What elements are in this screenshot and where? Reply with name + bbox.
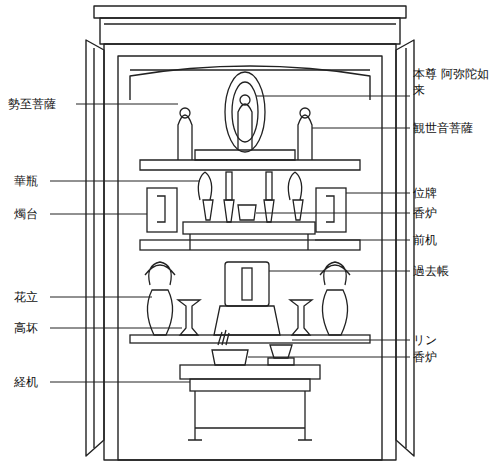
leader-line bbox=[346, 193, 410, 194]
leader-line bbox=[50, 328, 182, 329]
leader-line bbox=[256, 96, 410, 97]
leader-line bbox=[269, 271, 410, 272]
amida-statue bbox=[238, 104, 252, 150]
middle-tier bbox=[140, 172, 360, 250]
takatsuki bbox=[290, 300, 312, 335]
kakocho-book bbox=[225, 262, 269, 306]
cornice bbox=[100, 18, 400, 44]
part-label: 観世音菩薩 bbox=[413, 120, 497, 136]
part-label: 本尊 阿弥陀如来 bbox=[413, 66, 491, 98]
incense-burner bbox=[238, 205, 256, 220]
kakocho-stand bbox=[214, 306, 280, 335]
leader-line bbox=[256, 213, 410, 214]
candle-stand bbox=[224, 200, 234, 222]
rin-cushion bbox=[268, 358, 294, 365]
part-label: 香炉 bbox=[413, 349, 473, 365]
part-label: 花立 bbox=[14, 289, 54, 305]
right-door bbox=[396, 40, 414, 456]
leader-line bbox=[292, 340, 410, 341]
kakocho-title bbox=[242, 268, 252, 300]
leader-line bbox=[76, 104, 178, 105]
door-edge bbox=[93, 48, 94, 448]
candle bbox=[266, 172, 272, 200]
part-label: 勢至菩薩 bbox=[8, 96, 78, 112]
leader-line bbox=[315, 240, 410, 241]
lower-shelf bbox=[130, 335, 370, 343]
halo bbox=[225, 72, 265, 152]
tablet-mark bbox=[157, 196, 165, 222]
leader-line bbox=[50, 181, 200, 182]
kannon-statue bbox=[298, 115, 312, 160]
flowers bbox=[145, 262, 175, 285]
part-label: リン bbox=[413, 332, 473, 348]
statue-head bbox=[180, 108, 190, 118]
tablet-right bbox=[316, 188, 346, 232]
candle-stand bbox=[264, 200, 274, 222]
rin-bell bbox=[270, 345, 292, 358]
sutra-table-apron bbox=[190, 379, 310, 391]
incense-sticks bbox=[218, 330, 229, 345]
upper-shelf bbox=[140, 160, 360, 170]
leader-line bbox=[312, 128, 410, 129]
kebyo-vase bbox=[198, 172, 213, 220]
takatsuki bbox=[178, 300, 200, 335]
incense-burner bbox=[212, 350, 248, 365]
part-label: 前机 bbox=[413, 232, 473, 248]
front-table bbox=[183, 222, 315, 234]
part-label: 経机 bbox=[14, 374, 54, 390]
leader-line bbox=[248, 357, 410, 358]
table-legs bbox=[190, 234, 308, 250]
statue-head bbox=[300, 108, 310, 118]
leader-line bbox=[50, 297, 152, 298]
candle bbox=[226, 172, 232, 200]
cornice-line bbox=[104, 23, 396, 24]
cabinet bbox=[86, 6, 414, 460]
middle-shelf bbox=[140, 240, 360, 250]
part-label: 高坏 bbox=[14, 320, 54, 336]
tablet-mark bbox=[326, 196, 334, 222]
lintel bbox=[130, 69, 370, 70]
roof-board bbox=[94, 6, 406, 18]
part-label: 燭台 bbox=[14, 206, 54, 222]
flowers bbox=[320, 262, 350, 285]
leader-line bbox=[50, 214, 147, 215]
tablet-left bbox=[147, 188, 177, 232]
statue-head bbox=[240, 95, 250, 105]
leader-lines bbox=[50, 96, 410, 382]
left-door bbox=[86, 40, 104, 456]
flower-vase bbox=[322, 290, 347, 335]
upper-tier bbox=[140, 72, 360, 170]
inner-arch bbox=[130, 66, 370, 100]
part-label: 過去帳 bbox=[413, 263, 483, 279]
door-edge bbox=[405, 48, 406, 448]
sutra-table-top bbox=[180, 365, 320, 379]
cabinet-inner bbox=[118, 56, 382, 460]
sutra-table-group bbox=[180, 330, 320, 440]
part-label: 華瓶 bbox=[14, 173, 54, 189]
halo-inner bbox=[232, 82, 258, 142]
lower-tier bbox=[130, 262, 370, 343]
seishi-statue bbox=[178, 115, 192, 160]
sutra-table-legs bbox=[188, 391, 312, 440]
leader-line bbox=[50, 382, 190, 383]
cabinet-body bbox=[104, 44, 396, 460]
part-label: 位牌 bbox=[413, 185, 473, 201]
part-label: 香炉 bbox=[413, 205, 473, 221]
